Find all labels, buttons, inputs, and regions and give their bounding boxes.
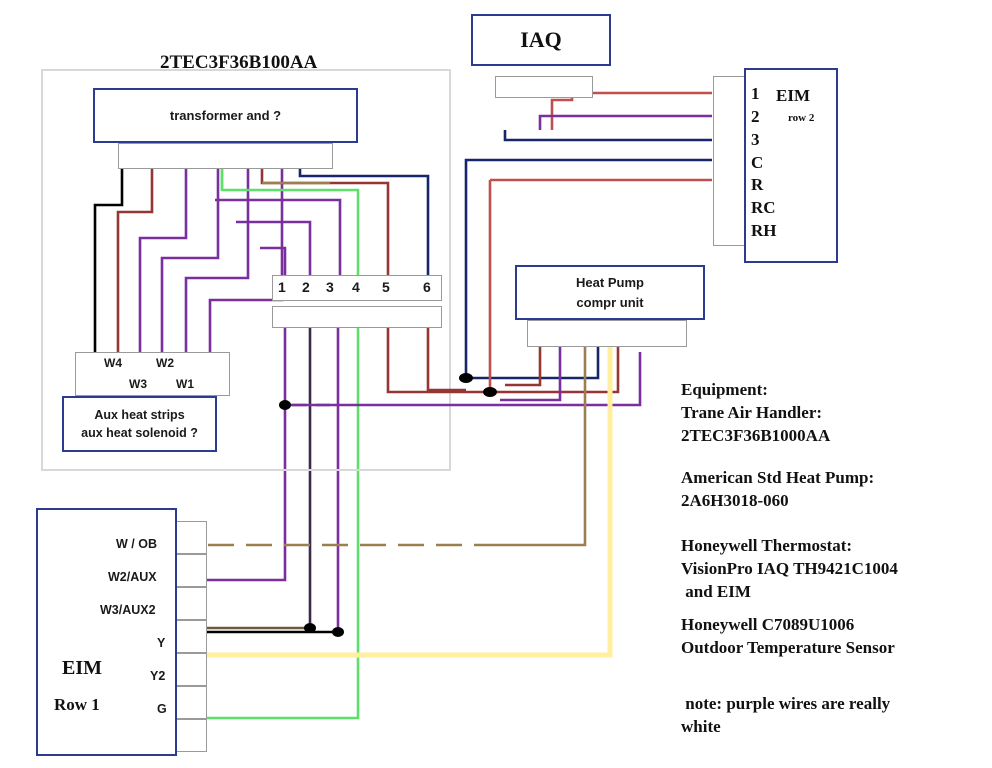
wire-red-transformer-to-aux bbox=[116, 168, 154, 352]
transformer-box[interactable]: transformer and ? bbox=[93, 88, 358, 143]
eim-row2-terminal-rh: RH bbox=[751, 221, 777, 240]
wire-purple-2 bbox=[160, 168, 220, 352]
aux-heat-line1: Aux heat strips bbox=[94, 408, 185, 422]
iaq-label: IAQ bbox=[520, 27, 562, 52]
wire-purple-strip-1 bbox=[260, 246, 287, 275]
eim-row2-box[interactable]: EIM row 2 1 2 3 C R RC RH bbox=[744, 68, 838, 263]
wire-black-transformer-to-w4 bbox=[93, 168, 124, 352]
eim-row1-cell-w3aux2[interactable] bbox=[175, 587, 207, 620]
terminal-strip-num-4: 4 bbox=[352, 279, 360, 295]
heat-pump-line2: compr unit bbox=[576, 295, 644, 310]
wire-tan-hp-to-wob bbox=[500, 345, 587, 547]
eim-row2-title: EIM bbox=[776, 86, 810, 105]
terminal-strip-num-1: 1 bbox=[278, 279, 286, 295]
wire-yellow-hp-to-y bbox=[360, 345, 613, 658]
iaq-box[interactable]: IAQ bbox=[471, 14, 611, 66]
eim-row1-cell-g[interactable] bbox=[175, 686, 207, 719]
wire-red-strip5-down bbox=[386, 328, 490, 394]
eim-row1-title: EIM bbox=[62, 657, 102, 679]
aux-heat-box[interactable]: Aux heat strips aux heat solenoid ? bbox=[62, 396, 217, 452]
eim-row1-terminal-y2: Y2 bbox=[150, 669, 166, 683]
aux-terminal-w4: W4 bbox=[104, 356, 122, 370]
eim-row1-box[interactable]: EIM Row 1 W / OB W2/AUX W3/AUX2 Y Y2 G bbox=[36, 508, 177, 756]
wire-navy-transformer-to-strip6 bbox=[298, 168, 430, 275]
eim-row2-terminal-2: 2 bbox=[751, 107, 760, 126]
junction-dot-purple bbox=[279, 400, 291, 410]
eim-row1-cell-wob[interactable] bbox=[175, 521, 207, 554]
aux-heat-line2: aux heat solenoid ? bbox=[81, 426, 198, 440]
wire-purple-down-1-to-w2aux bbox=[205, 405, 287, 582]
wire-red-hp-out bbox=[505, 345, 542, 387]
wire-navy-to-eim-row2-c bbox=[464, 158, 712, 378]
wire-purple-4 bbox=[208, 168, 284, 352]
eim-row1-terminal-y: Y bbox=[157, 636, 166, 650]
equipment-note-block-1: Equipment: Trane Air Handler: 2TEC3F36B1… bbox=[681, 380, 831, 445]
wire-navy-junction-to-hp bbox=[466, 345, 600, 380]
eim-row2-subtitle: row 2 bbox=[788, 112, 815, 124]
eim-row2-terminal-c: C bbox=[751, 153, 764, 172]
eim-row1-cell-w2aux[interactable] bbox=[175, 554, 207, 587]
wire-red-iaq-to-eim1 bbox=[550, 91, 712, 130]
equipment-note-block-5: note: purple wires are really white bbox=[681, 694, 891, 736]
eim-row1-subtitle: Row 1 bbox=[54, 695, 100, 714]
wire-red-to-hp bbox=[490, 345, 620, 394]
wire-purple-strip-3 bbox=[236, 220, 312, 275]
eim-row1-cell-y[interactable] bbox=[175, 620, 207, 653]
terminal-strip-num-2: 2 bbox=[302, 279, 310, 295]
eim-row2-terminal-rc: RC bbox=[751, 198, 776, 217]
wire-purple-long-right bbox=[285, 352, 642, 407]
heat-pump-box[interactable]: Heat Pump compr unit bbox=[515, 265, 705, 320]
eim-row2-connector[interactable] bbox=[713, 76, 746, 246]
terminal-strip-num-3: 3 bbox=[326, 279, 334, 295]
eim-row2-terminal-r: R bbox=[751, 175, 764, 194]
wire-purple-1 bbox=[138, 168, 188, 352]
terminal-strip-body[interactable] bbox=[272, 306, 442, 328]
terminal-strip-num-6: 6 bbox=[423, 279, 431, 295]
eim-row1-cell-y2[interactable] bbox=[175, 653, 207, 686]
wire-navy-iaq-to-eim3 bbox=[503, 130, 712, 142]
eim-row1-terminal-wob: W / OB bbox=[116, 537, 157, 551]
terminal-strip-num-5: 5 bbox=[382, 279, 390, 295]
eim-row2-terminal-3: 3 bbox=[751, 130, 760, 149]
eim-row1-terminal-g: G bbox=[157, 702, 167, 716]
aux-terminal-w2: W2 bbox=[156, 356, 174, 370]
wire-green-to-g bbox=[205, 328, 360, 720]
air-handler-title: 2TEC3F36B100AA bbox=[160, 52, 318, 73]
junction-dot-brown bbox=[304, 623, 316, 633]
equipment-note-block-3: Honeywell Thermostat: VisionPro IAQ TH94… bbox=[681, 536, 898, 601]
junction-dot-red bbox=[483, 387, 497, 397]
wire-red-strip6-down bbox=[426, 328, 466, 392]
wire-purple-iaq-to-eim2 bbox=[538, 114, 712, 130]
junction-dot-navy bbox=[459, 373, 473, 383]
heat-pump-connector[interactable] bbox=[527, 320, 687, 347]
wire-purple-strip-5 bbox=[215, 198, 342, 275]
eim-row1-cell-blank[interactable] bbox=[175, 719, 207, 752]
iaq-connector[interactable] bbox=[495, 76, 593, 98]
wire-purple-hp-out bbox=[500, 345, 562, 402]
aux-terminal-block[interactable] bbox=[75, 352, 230, 396]
eim-row1-terminal-w3aux2: W3/AUX2 bbox=[100, 603, 156, 617]
eim-row1-terminal-w2aux: W2/AUX bbox=[108, 570, 157, 584]
aux-terminal-w3: W3 bbox=[129, 377, 147, 391]
eim-row2-terminal-1: 1 bbox=[751, 84, 760, 103]
terminal-strip-numbers[interactable] bbox=[272, 275, 442, 301]
transformer-connector[interactable] bbox=[118, 143, 333, 169]
equipment-note-block-2: American Std Heat Pump: 2A6H3018-060 bbox=[681, 468, 875, 510]
heat-pump-line1: Heat Pump bbox=[576, 275, 644, 290]
transformer-label: transformer and ? bbox=[169, 108, 282, 123]
aux-terminal-w1: W1 bbox=[176, 377, 194, 391]
equipment-note-block-4: Honeywell C7089U1006 Outdoor Temperature… bbox=[681, 615, 895, 657]
junction-dot-black bbox=[332, 627, 344, 637]
eim-row1-terminal-column[interactable] bbox=[175, 521, 207, 752]
